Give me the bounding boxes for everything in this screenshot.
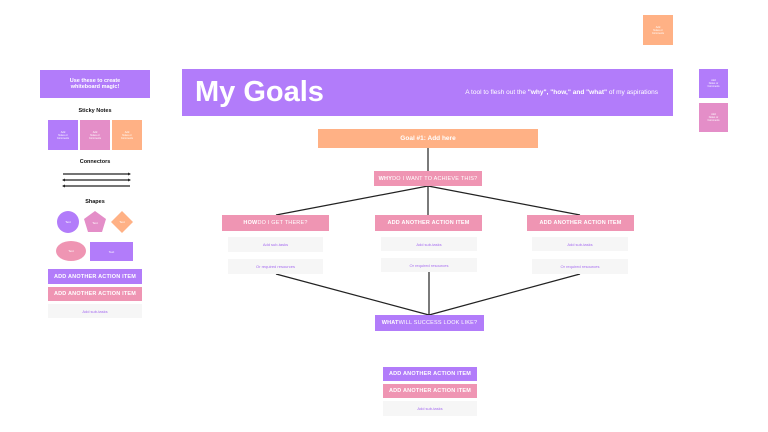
goal-box[interactable]: Goal #1: Add here — [318, 129, 538, 148]
action-item-box[interactable]: ADD ANOTHER ACTION ITEM — [375, 215, 482, 231]
sticky-note-orange[interactable]: Add Notes or Comments — [643, 15, 673, 45]
tagline: A tool to flesh out the "why", "how," an… — [465, 89, 658, 96]
arrowhead-icon — [62, 184, 65, 188]
sticky-note-purple[interactable]: Add Notes or Comments — [48, 120, 78, 150]
sticky-notes-title: Sticky Notes — [78, 108, 112, 114]
connector[interactable] — [427, 185, 581, 216]
circle-text: Text — [65, 220, 71, 224]
title-banner: My Goals A tool to flesh out the "why", … — [182, 69, 673, 116]
ellipse-shape[interactable] — [56, 241, 86, 261]
ellipse-text: Text — [68, 249, 74, 253]
what-box[interactable]: WHAT WILL SUCCESS LOOK LIKE? — [375, 315, 484, 331]
arrowhead-icon — [128, 178, 131, 182]
arrowhead-icon — [128, 172, 131, 176]
resources-card[interactable]: Or required resources — [228, 259, 323, 274]
action-item-box[interactable]: ADD ANOTHER ACTION ITEM — [527, 215, 634, 231]
diamond-shape[interactable] — [111, 211, 133, 233]
action-item-purple[interactable]: ADD ANOTHER ACTION ITEM — [48, 269, 142, 284]
shapes-title: Shapes — [85, 199, 105, 205]
page-title: My Goals — [195, 76, 324, 108]
rectangle-shape[interactable]: Text — [90, 242, 133, 261]
connectors-title: Connectors — [79, 159, 111, 165]
pentagon-text: Text — [92, 221, 98, 225]
pentagon-shape[interactable] — [84, 211, 106, 232]
diamond-text: Text — [119, 220, 125, 224]
resources-card[interactable]: Or required resources — [532, 259, 628, 274]
connector[interactable] — [275, 273, 430, 316]
how-box[interactable]: HOW DO I GET THERE? — [222, 215, 329, 231]
subtasks-card[interactable]: Add sub-tasks — [383, 401, 477, 416]
how-rest: DO I GET THERE? — [257, 220, 308, 226]
what-rest: WILL SUCCESS LOOK LIKE? — [398, 320, 478, 326]
subtasks-card[interactable]: Add sub-tasks — [532, 237, 628, 251]
resources-card[interactable]: Or required resources — [381, 258, 477, 272]
how-bold: HOW — [243, 220, 258, 226]
why-bold: WHY — [378, 175, 393, 182]
sticky-note-pink[interactable]: Add Notes or Comments — [80, 120, 110, 150]
arrowhead-icon — [62, 178, 65, 182]
action-item-pink[interactable]: ADD ANOTHER ACTION ITEM — [48, 287, 142, 301]
sticky-note-purple[interactable]: Add Notes or Comments — [699, 69, 728, 98]
sidebar-header: Use these to create whiteboard magic! — [40, 70, 150, 98]
what-bold: WHAT — [381, 320, 399, 326]
subtasks-card[interactable]: Add sub-tasks — [381, 237, 477, 251]
connector[interactable] — [428, 273, 581, 316]
sticky-note-orange[interactable]: Add Notes or Comments — [112, 120, 142, 150]
circle-shape[interactable] — [57, 211, 79, 233]
tagline-pre: A tool to flesh out the — [465, 89, 528, 96]
subtasks-card[interactable]: Add sub-tasks — [48, 304, 142, 318]
why-rest: DO I WANT TO ACHIEVE THIS? — [392, 175, 478, 182]
tagline-bold: "why", "how," and "what" — [527, 89, 608, 96]
why-box[interactable]: WHY DO I WANT TO ACHIEVE THIS? — [374, 171, 482, 186]
sticky-note-pink[interactable]: Add Notes or Comments — [699, 103, 728, 132]
tagline-post: of my aspirations — [607, 89, 658, 96]
action-item-pink[interactable]: ADD ANOTHER ACTION ITEM — [383, 384, 477, 398]
subtasks-card[interactable]: Add sub-tasks — [228, 237, 323, 252]
connector[interactable] — [275, 185, 429, 216]
action-item-purple[interactable]: ADD ANOTHER ACTION ITEM — [383, 367, 477, 381]
